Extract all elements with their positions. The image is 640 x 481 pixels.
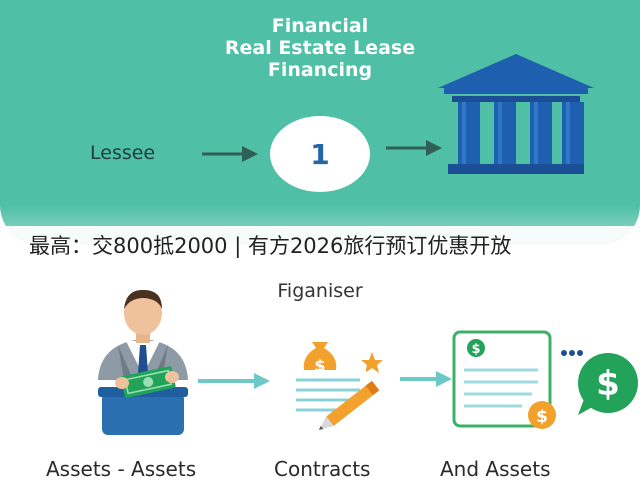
- svg-text:$: $: [314, 356, 325, 375]
- bank-icon: [438, 54, 594, 174]
- svg-text:$: $: [536, 407, 548, 427]
- promo-banner: [0, 226, 640, 258]
- arrow-right-icon: [202, 146, 258, 162]
- document-dollar-icon: $: [452, 330, 552, 428]
- title-line-2: Real Estate Lease: [224, 37, 416, 59]
- caption-and-assets: And Assets: [440, 457, 551, 481]
- caption-contracts: Contracts: [274, 457, 371, 481]
- section-heading: Figaniser: [277, 280, 363, 302]
- arrow-right-icon: [400, 371, 452, 387]
- title-line-3: Financing: [267, 59, 373, 81]
- title-line-1: Financial: [271, 15, 369, 37]
- step-circle: 1: [270, 116, 370, 192]
- businessman-icon: [98, 289, 188, 435]
- contract-pen-icon: $: [290, 342, 383, 430]
- caption-assets-assets: Assets - Assets: [46, 457, 197, 481]
- svg-text:$: $: [471, 342, 480, 357]
- lessee-label: Lessee: [90, 142, 156, 164]
- dollar-chat-icon: $ $: [528, 350, 638, 429]
- promo-banner-text[interactable]: 最高：交800抵2000 | 有方2026旅行预订优惠开放: [29, 234, 512, 258]
- arrow-right-icon: [198, 373, 270, 389]
- svg-text:$: $: [596, 364, 620, 404]
- step-number: 1: [310, 137, 330, 171]
- arrow-right-icon: [386, 140, 442, 156]
